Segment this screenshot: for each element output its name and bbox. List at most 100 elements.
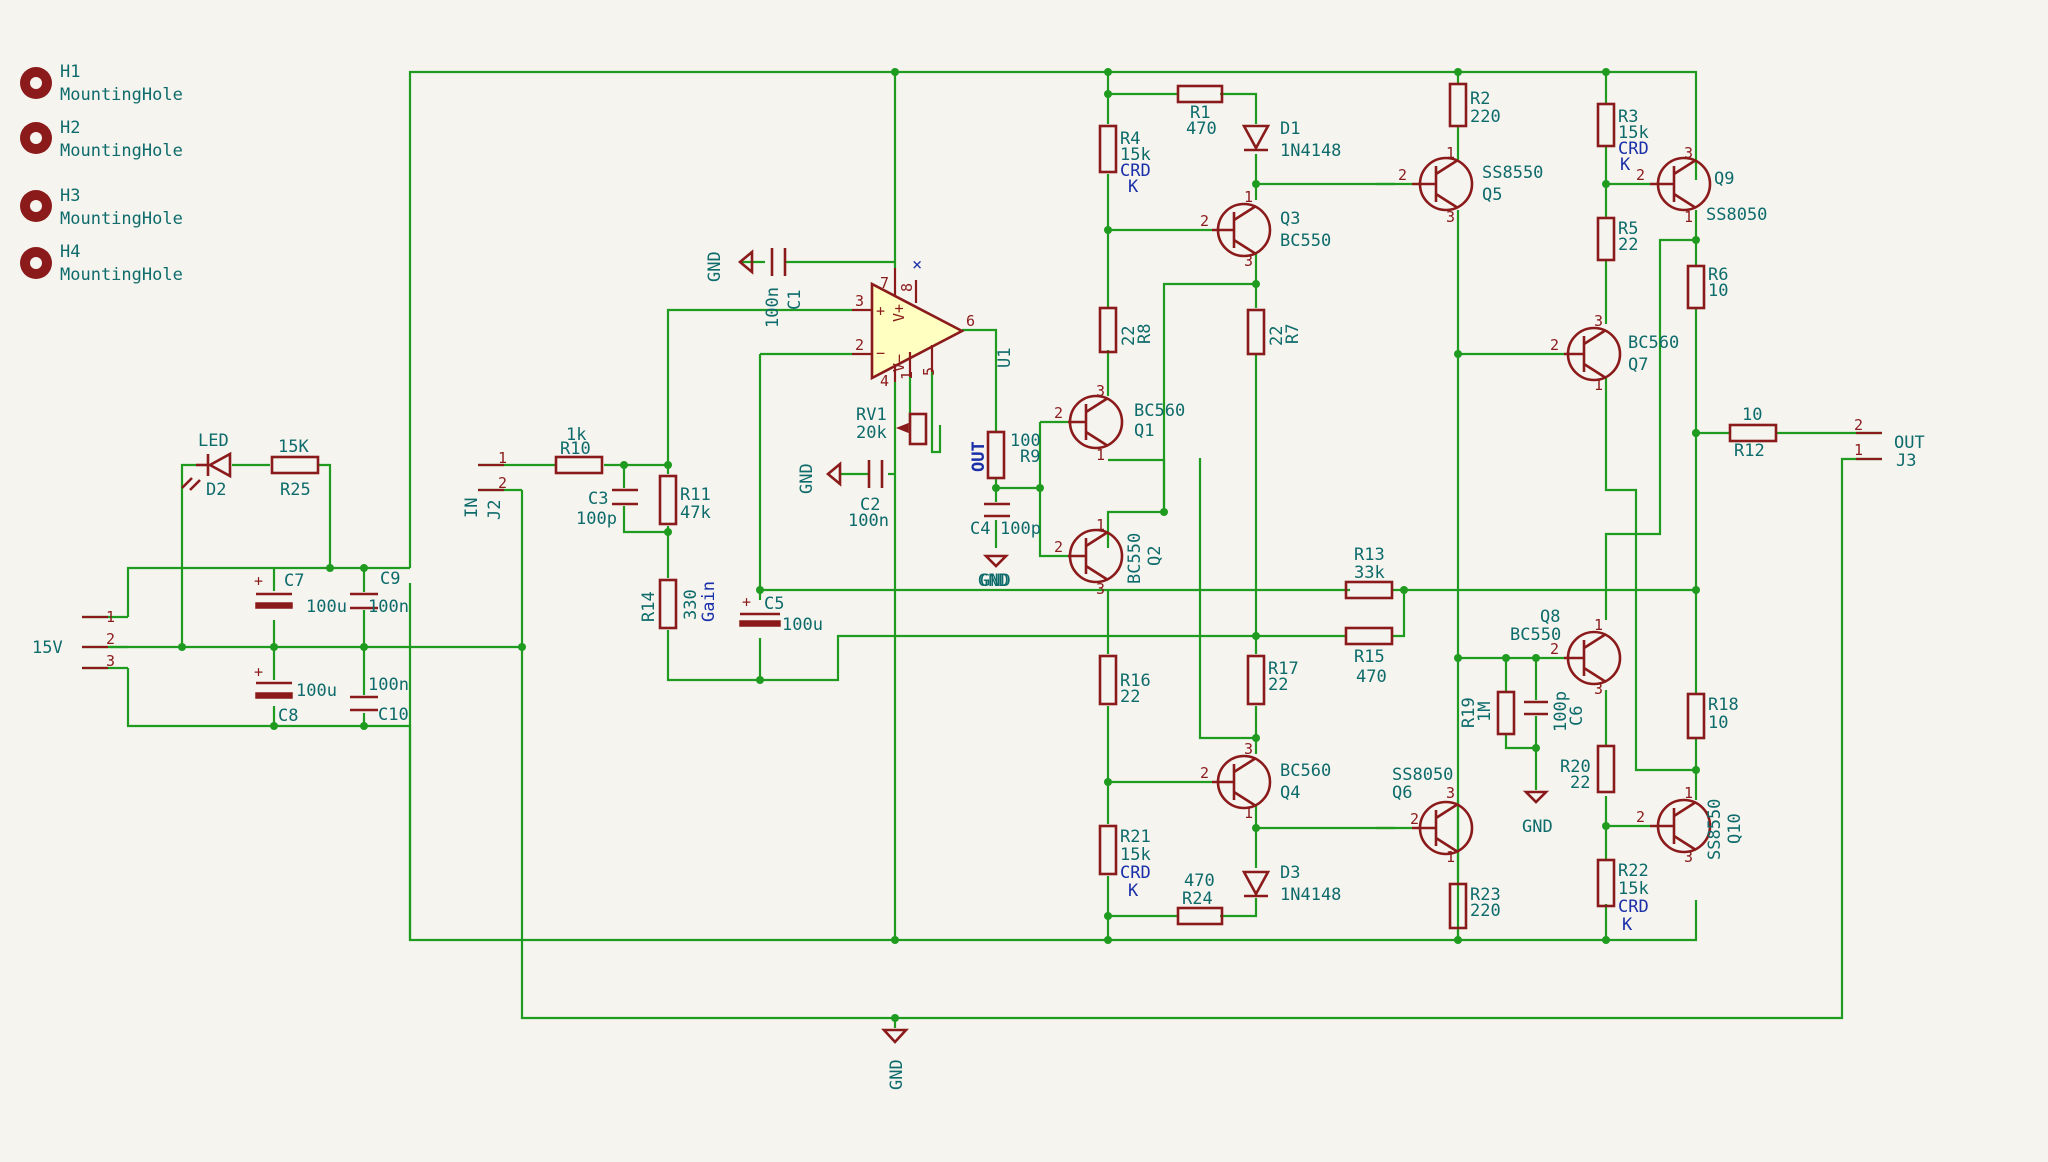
transistor-q6[interactable]: 2 3 1 SS8050 Q6 (1392, 765, 1474, 866)
resistor-r14[interactable]: R14 330 Gain (639, 578, 719, 630)
resistor-r8[interactable]: 22 R8 (1098, 306, 1155, 354)
resistor-r15[interactable]: R15 470 (1344, 626, 1394, 687)
diode-d3[interactable]: D3 1N4148 (1241, 863, 1341, 905)
c4-value: 100p (1000, 519, 1041, 539)
r7-value: 22 (1267, 326, 1287, 346)
transistor-q8[interactable]: 2 1 3 Q8 BC550 (1510, 607, 1622, 698)
resistor-r18[interactable]: R18 10 (1686, 692, 1739, 740)
c8-value: 100u (296, 681, 337, 701)
capacitor-c2[interactable]: C2 100n (848, 460, 889, 531)
resistor-r16[interactable]: R16 22 (1098, 654, 1151, 707)
resistor-r24[interactable]: 470 R24 (1176, 871, 1224, 926)
resistor-r22[interactable]: R22 15k CRD K (1596, 858, 1649, 935)
u1-pin-5: 5 (920, 367, 938, 376)
capacitor-c9[interactable]: C9 100n (350, 569, 409, 617)
c3-ref: C3 (588, 489, 608, 509)
opamp-u1[interactable]: 3 2 7 4 8 1 5 6 + − V+ V− U1 × (852, 255, 1015, 390)
capacitor-c7[interactable]: + C7 100u (254, 571, 347, 617)
resistor-r19[interactable]: R19 1M (1459, 690, 1516, 736)
resistor-r5[interactable]: R5 22 (1596, 216, 1638, 262)
mounting-hole-h4[interactable]: H4 MountingHole (20, 242, 183, 285)
resistor-r2[interactable]: R2 220 (1448, 82, 1501, 128)
h3-value: MountingHole (60, 209, 183, 229)
capacitor-c10[interactable]: 100n C10 (350, 675, 409, 725)
mounting-hole-h2[interactable]: H2 MountingHole (20, 118, 183, 161)
svg-text:2: 2 (1054, 538, 1063, 556)
c5-ref: C5 (764, 594, 784, 614)
resistor-r7[interactable]: 22 R7 (1246, 308, 1303, 356)
r9-value: 100 (1010, 431, 1041, 451)
d1-value: 1N4148 (1280, 141, 1341, 161)
r22-note1: CRD (1618, 897, 1649, 917)
h3-ref: H3 (60, 186, 80, 206)
r21-value: 15k (1120, 845, 1151, 865)
capacitor-c8[interactable]: + 100u C8 (254, 663, 337, 726)
transistor-q1[interactable]: 2 3 1 BC560 Q1 (1054, 382, 1185, 464)
transistor-q2[interactable]: 2 1 3 BC550 Q2 (1054, 516, 1165, 598)
resistor-r25[interactable]: 15K R25 (270, 437, 320, 500)
input-connector-j2[interactable]: 1 2 IN J2 (462, 449, 507, 520)
resistor-r13[interactable]: R13 33k (1344, 545, 1394, 600)
capacitor-c4[interactable]: C4 100p (970, 502, 1041, 539)
transistor-q9[interactable]: 2 3 1 Q9 SS8050 (1636, 144, 1767, 226)
resistor-r4[interactable]: R4 15k CRD K (1098, 124, 1151, 197)
resistor-r12[interactable]: 10 R12 (1728, 405, 1778, 461)
q3-ref: Q3 (1280, 209, 1300, 229)
r6-value: 10 (1708, 281, 1728, 301)
resistor-r1[interactable]: R1 470 (1176, 84, 1224, 139)
output-connector-j3[interactable]: 2 1 OUT J3 (1854, 416, 1925, 471)
resistor-r6[interactable]: R6 10 (1686, 264, 1728, 310)
r11-ref: R11 (680, 485, 711, 505)
power-connector[interactable]: 1 2 3 15V (32, 608, 115, 670)
transistor-q3[interactable]: 2 1 3 Q3 BC550 (1200, 188, 1331, 270)
q1-ref: Q1 (1134, 421, 1154, 441)
svg-text:3: 3 (1096, 580, 1105, 598)
capacitor-c1[interactable]: C1 100n (763, 248, 805, 328)
capacitor-c6[interactable]: 100p C6 (1524, 691, 1587, 732)
transistor-q4[interactable]: 2 3 1 BC560 Q4 (1200, 740, 1331, 822)
c1-ref: C1 (785, 290, 805, 310)
led-d2[interactable]: LED D2 (181, 431, 232, 500)
mounting-hole-h3[interactable]: H3 MountingHole (20, 186, 183, 229)
resistor-r17[interactable]: R17 22 (1246, 654, 1299, 706)
rv1-ref: RV1 (856, 405, 887, 425)
u1-plus: + (876, 302, 885, 320)
r4-note1: CRD (1120, 161, 1151, 181)
transistor-q7[interactable]: 2 3 1 BC560 Q7 (1550, 312, 1679, 394)
h2-ref: H2 (60, 118, 80, 138)
svg-text:1: 1 (1594, 376, 1603, 394)
led-label: LED (198, 431, 229, 451)
mounting-hole-h1[interactable]: H1 MountingHole (20, 62, 183, 105)
resistor-r11[interactable]: R11 47k (658, 474, 711, 526)
resistor-r23[interactable]: R23 220 (1448, 882, 1501, 930)
r12-ref: R12 (1734, 441, 1765, 461)
resistor-r3[interactable]: R3 15k CRD K (1596, 102, 1649, 175)
capacitor-c5[interactable]: + C5 100u (739, 593, 823, 635)
r21-note1: CRD (1120, 863, 1151, 883)
resistor-r21[interactable]: R21 15k CRD K (1098, 824, 1151, 901)
svg-text:3: 3 (1446, 784, 1455, 802)
r14-note: Gain (699, 581, 719, 622)
r20-value: 22 (1570, 773, 1590, 793)
u1-pin-6: 6 (966, 312, 975, 330)
u1-nc-marker: × (912, 255, 922, 275)
r24-value: 470 (1184, 871, 1215, 891)
transistor-q10[interactable]: 2 1 3 SS8550 Q10 (1636, 784, 1745, 866)
potentiometer-rv1[interactable]: RV1 20k (856, 405, 928, 446)
gnd-label-mid: GND (978, 571, 1009, 591)
capacitor-c3[interactable]: C3 100p (576, 488, 638, 529)
j2-ref: J2 (485, 500, 505, 520)
q5-ref: Q5 (1482, 185, 1502, 205)
resistor-r10[interactable]: 1k R10 (554, 425, 604, 475)
u1-pin-8: 8 (898, 283, 916, 292)
h4-value: MountingHole (60, 265, 183, 285)
svg-text:2: 2 (1636, 808, 1645, 826)
resistor-r9[interactable]: 100 R9 OUT (969, 430, 1041, 480)
transistor-q5[interactable]: 2 1 3 SS8550 Q5 (1398, 144, 1543, 226)
resistor-r20[interactable]: R20 22 (1560, 744, 1616, 794)
svg-text:+: + (254, 663, 263, 681)
u1-pin-2: 2 (855, 336, 864, 354)
diode-d1[interactable]: D1 1N4148 (1241, 119, 1341, 161)
r18-ref: R18 (1708, 695, 1739, 715)
q2-ref: Q2 (1145, 546, 1165, 566)
